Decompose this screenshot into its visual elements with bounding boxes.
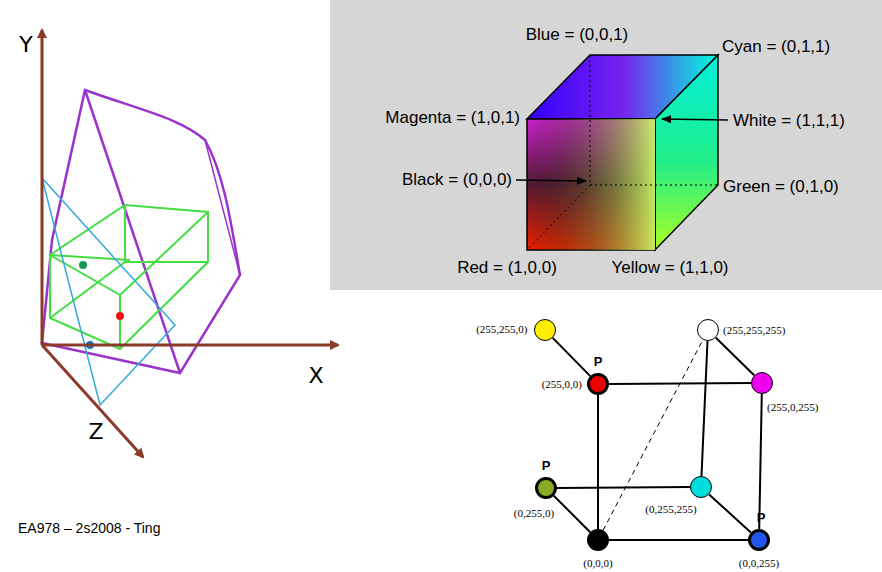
coordinate-label: (0,0,0) — [582, 557, 613, 569]
color-label: Yellow = (1,1,0) — [611, 259, 728, 278]
coordinate-label: (0,0,255) — [738, 557, 780, 569]
coordinate-label: (255,0,0) — [541, 378, 583, 390]
coordinate-label: (255,255,0) — [475, 323, 528, 335]
cube-edge — [597, 395, 599, 529]
axis-label: Z — [88, 420, 103, 444]
color-label: Red = (1,0,0) — [457, 259, 557, 278]
point-marker: P — [593, 355, 604, 369]
rgb-cube — [330, 0, 882, 290]
color-label: Green = (0,1,0) — [723, 178, 839, 197]
cube-edge — [557, 486, 690, 489]
point-marker: P — [541, 459, 552, 473]
footer-note: EA978 – 2s2008 - Ting — [18, 521, 160, 536]
color-node: P(255,0,0) — [587, 373, 609, 395]
cube-edge — [709, 494, 751, 532]
gray-diagonal — [603, 340, 703, 531]
color-label: Cyan = (0,1,1) — [722, 38, 830, 57]
gamut-figure — [42, 30, 338, 457]
coordinate-label: (255,0,255) — [766, 401, 819, 413]
cube-edge — [609, 539, 748, 541]
cube-edge — [701, 341, 707, 476]
color-label: Black = (0,0,0) — [402, 171, 512, 190]
color-node: (0,255,255) — [690, 476, 712, 498]
coordinate-label: (0,255,255) — [644, 503, 697, 515]
color-node: (255,255,0) — [534, 319, 556, 341]
cube-edge — [759, 394, 762, 529]
coordinate-label: (255,255,255) — [722, 324, 786, 336]
color-label: White = (1,1,1) — [733, 112, 845, 131]
axis-label: Y — [19, 33, 32, 57]
cube-edge — [716, 338, 754, 376]
cube-edge — [553, 338, 591, 376]
coordinate-label: (0,255,0) — [513, 507, 555, 519]
axis-label: X — [308, 364, 323, 388]
color-node: P(0,0,255) — [748, 529, 770, 551]
color-node: (255,0,255) — [751, 372, 773, 394]
color-node: (255,255,255) — [697, 319, 719, 341]
color-node: P(0,255,0) — [535, 477, 557, 499]
cube-edge — [554, 496, 590, 532]
color-node: (0,0,0) — [587, 529, 609, 551]
color-label: Blue = (0,0,1) — [526, 26, 629, 45]
point-marker: P — [756, 511, 767, 525]
color-label: Magenta = (1,0,1) — [385, 109, 520, 128]
